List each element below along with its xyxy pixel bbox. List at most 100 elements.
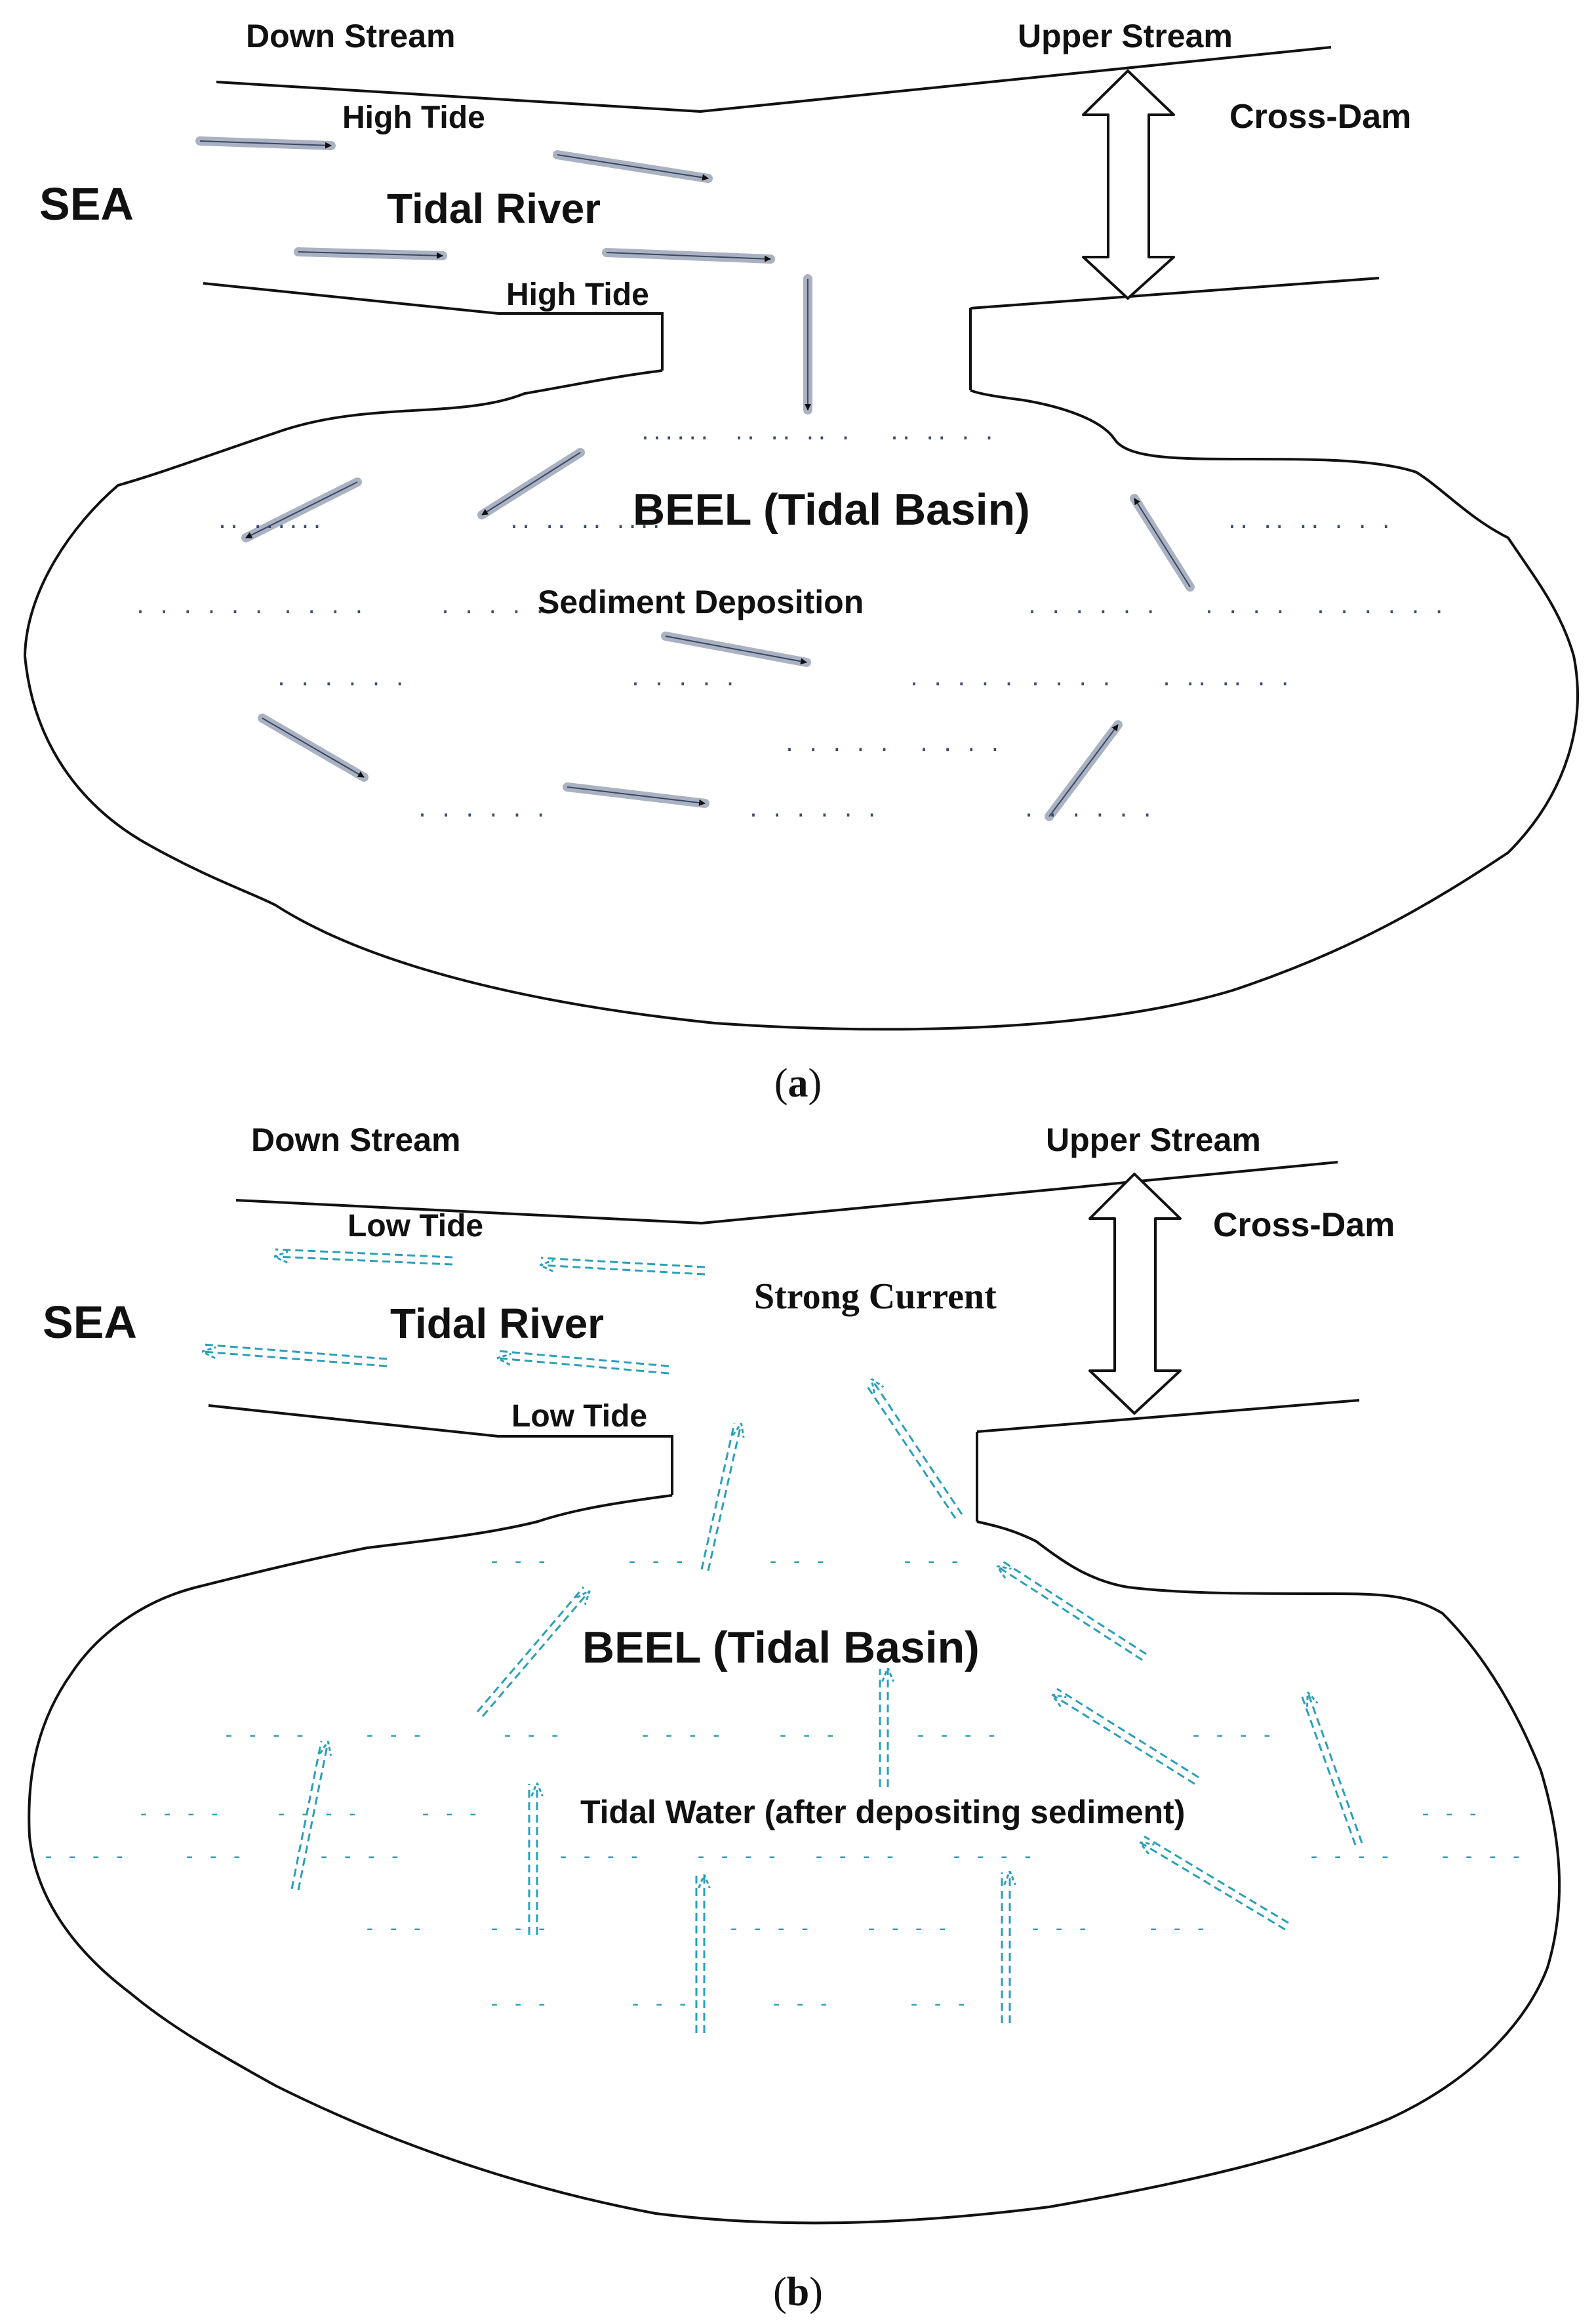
low-tide-label-top: Low Tide (348, 1209, 483, 1243)
water-dashes: - - - (629, 1992, 688, 2015)
tidal-river-label: Tidal River (387, 185, 601, 232)
water-dashes: - - - - (223, 1724, 306, 1747)
water-dashes: - - - (489, 1917, 548, 1940)
water-dashes: - - - (489, 1550, 548, 1573)
ebb-arrow (476, 1587, 589, 1717)
sediment-dots: . . . . . (439, 596, 546, 618)
flow-arrow (258, 714, 369, 782)
caption-close-paren: ) (809, 2270, 823, 2314)
water-dashes: - - - - (1190, 1724, 1273, 1747)
ebb-arrow (880, 1669, 888, 1787)
cross-dam-arrow-a (1082, 70, 1175, 300)
sediment-dots: . . . . . (784, 733, 890, 756)
water-dashes: - - - (420, 1802, 479, 1825)
panel-a: ...... .. .. .. . .. .. . . .. ...... ..… (23, 18, 1579, 1106)
water-dashes-b: - - - - - - - - - - - - - - - - - - - - … (43, 1550, 1522, 2015)
water-dashes: - - - - (951, 1845, 1033, 1868)
low-tide-label-bottom: Low Tide (511, 1399, 647, 1434)
sea-label: SEA (43, 1297, 137, 1348)
sediment-dots: . . . . . . (134, 596, 265, 618)
ebb-arrow (203, 1344, 388, 1367)
sediment-dots: . . . . . . (416, 799, 547, 822)
ebb-arrow (1302, 1693, 1363, 1846)
caption-b: (b) (773, 2270, 823, 2314)
ebb-arrow (696, 1876, 704, 2033)
tidal-flow-arrows-a (195, 136, 1195, 821)
flow-arrow (1045, 720, 1123, 821)
caption-close-paren: ) (808, 1061, 822, 1106)
caption-open-paren: ( (773, 2270, 787, 2314)
water-dashes: - - - (767, 1550, 826, 1573)
sediment-dots: . . . . (918, 733, 1001, 756)
water-dashes: - - - (777, 1724, 836, 1747)
ebb-arrow (529, 1784, 537, 1935)
water-dashes: - - - - (813, 1845, 896, 1868)
river-banks-b (28, 1161, 1561, 2225)
sediment-dots: . . . . . . (1026, 596, 1157, 618)
sediment-dots: .. .. . . (888, 422, 995, 445)
water-dashes: - - - (626, 1550, 685, 1573)
flow-arrow (477, 448, 585, 519)
water-dashes: - - - (489, 1992, 548, 2015)
water-dashes: - - - (1147, 1917, 1207, 1940)
water-dashes: - - - (902, 1550, 961, 1573)
water-dashes: - - - - (695, 1845, 778, 1868)
sediment-dots: . . . . . . (748, 799, 878, 822)
water-dashes: - - - - (1308, 1845, 1391, 1868)
ebb-arrow (1053, 1689, 1199, 1785)
upper-stream-label: Upper Stream (1046, 1121, 1261, 1158)
ebb-arrow (290, 1741, 328, 1891)
sediment-dots: . . . . . (629, 668, 736, 691)
water-dashes: - - - (1420, 1802, 1479, 1825)
river-right-bank-b (976, 1399, 1360, 1522)
sediment-dots: .. ...... (216, 510, 323, 533)
down-stream-label: Down Stream (251, 1121, 461, 1158)
sediment-dots: ...... (639, 422, 710, 445)
water-dashes: - - - - (915, 1724, 997, 1747)
flow-arrow (195, 136, 336, 150)
water-dashes: - - - - (728, 1917, 810, 1940)
ebb-arrow (498, 1351, 669, 1375)
sediment-dots: . .. .. . . (1161, 668, 1291, 691)
ebb-arrow (998, 1561, 1147, 1661)
water-dashes: - - - (184, 1845, 243, 1868)
caption-letter: a (788, 1061, 808, 1106)
water-dashes: - - - - (275, 1802, 358, 1825)
flow-arrow (553, 150, 713, 183)
basin-label: BEEL (Tidal Basin) (633, 485, 1030, 535)
flow-arrow (602, 248, 775, 264)
river-south-bank-a (203, 282, 664, 371)
sediment-dots: . . . . . . (275, 668, 406, 691)
flow-arrow (241, 477, 362, 542)
ebb-arrow (275, 1249, 453, 1264)
water-dashes: - - - (364, 1724, 423, 1747)
river-banks-a (23, 46, 1579, 1031)
water-dashes: - - - - (639, 1724, 722, 1747)
sediment-deposition-label: Sediment Deposition (538, 584, 864, 620)
flow-arrow (294, 247, 447, 260)
labels-a: Down Stream Upper Stream Cross-Dam SEA T… (39, 18, 1411, 620)
river-north-bank-a (216, 46, 1332, 113)
caption-letter: b (787, 2270, 809, 2314)
labels-b: Down Stream Upper Stream Cross-Dam SEA T… (43, 1121, 1395, 1830)
river-south-bank-b (208, 1404, 673, 1495)
water-dashes: - - - - (138, 1802, 220, 1825)
cross-dam-arrow-b (1088, 1173, 1182, 1415)
ebb-arrow (1002, 1872, 1010, 2023)
sediment-dots: . . . . (1029, 668, 1112, 691)
ebb-arrow (700, 1423, 741, 1571)
sediment-dots: . . . . . (908, 668, 1015, 691)
ebb-flow-arrows-b (203, 1249, 1363, 2033)
water-dashes: - - - (502, 1724, 561, 1747)
caption-open-paren: ( (774, 1061, 788, 1106)
water-dashes: - - - (908, 1992, 967, 2015)
cross-dam-label: Cross-Dam (1229, 98, 1411, 136)
sediment-dots: . . . . . . (1315, 596, 1445, 618)
high-tide-label-bottom: High Tide (506, 277, 649, 312)
ebb-arrow (1141, 1836, 1289, 1931)
river-right-bank-a (969, 277, 1380, 390)
flow-arrow (661, 632, 811, 667)
panel-b: - - - - - - - - - - - - - - - - - - - - … (28, 1121, 1561, 2314)
sediment-dots: . . . . . . (1023, 799, 1153, 822)
